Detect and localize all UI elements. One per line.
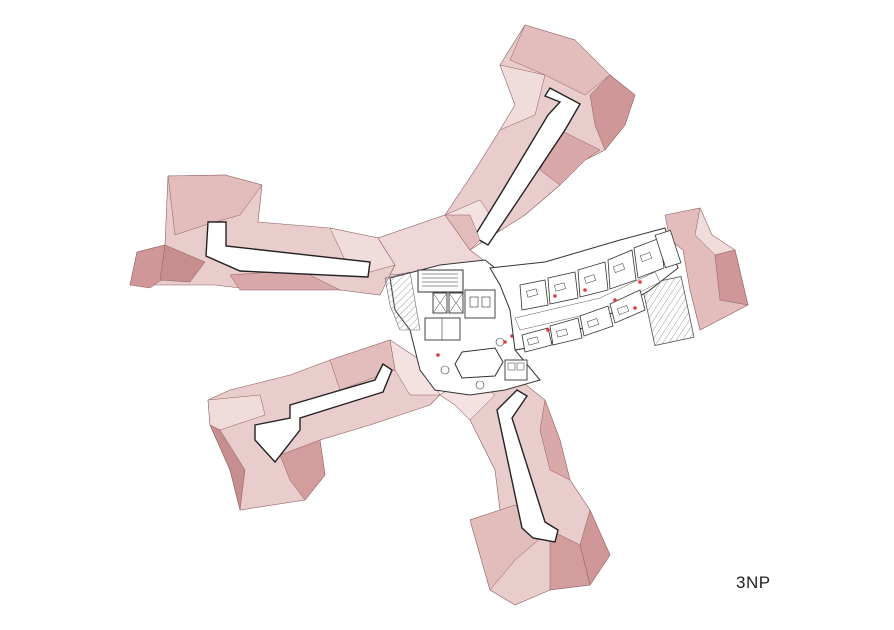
floor-label: 3NP: [736, 573, 771, 592]
wing-west: [129, 174, 396, 296]
wing-south-west: [207, 339, 441, 511]
wing-north-east: [444, 24, 636, 251]
floor-plate: [384, 259, 541, 396]
wing-south-east: [439, 374, 611, 606]
east-ward-wing: [489, 227, 682, 353]
